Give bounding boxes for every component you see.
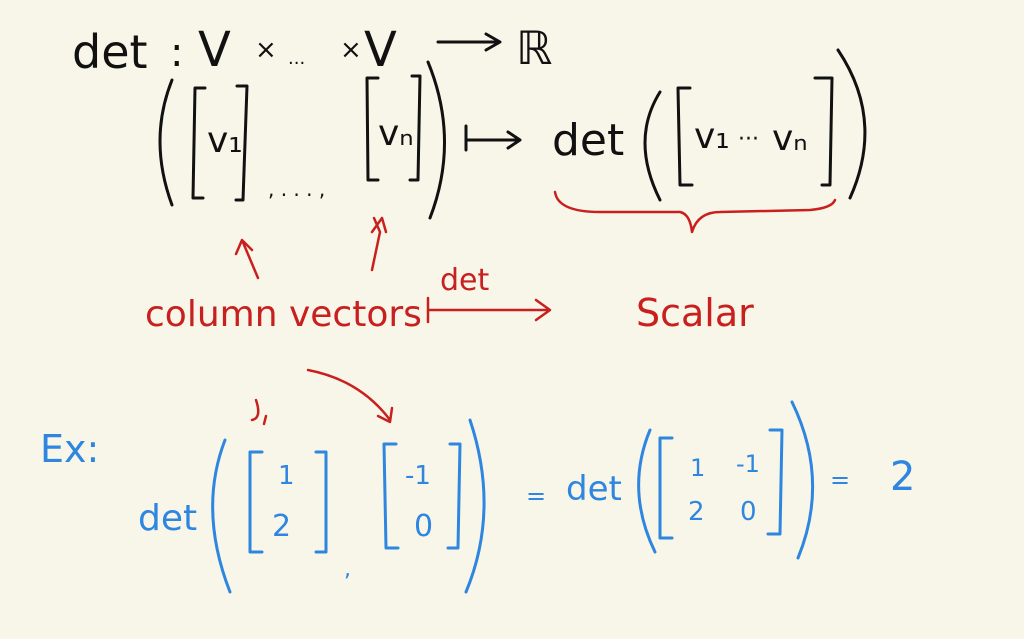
maps-to-arrow-icon <box>464 124 522 152</box>
matrix-entry-2-1: 2 <box>688 497 705 527</box>
arrow-to-first-vector-icon <box>250 398 268 426</box>
map-arrow-icon <box>436 32 502 52</box>
example-det-label: det <box>138 498 197 539</box>
colon: : <box>170 30 183 76</box>
annotations: column vectors det Scalar <box>145 190 837 426</box>
right-paren-icon <box>464 418 486 594</box>
example-label: Ex: <box>40 427 99 471</box>
rhs-det-label: det <box>552 115 624 166</box>
left-paren-icon <box>643 90 662 202</box>
right-bracket-icon <box>813 76 834 187</box>
codomain-reals: ℝ <box>516 21 552 75</box>
right-paren-icon <box>426 60 446 220</box>
right-paren-icon <box>790 400 815 560</box>
equals-1: = <box>526 482 546 510</box>
rhs-vector-vn: vₙ <box>772 118 808 159</box>
vec2-entry-2: 0 <box>414 509 433 544</box>
example-det2-label: det <box>566 469 622 509</box>
rhs-dots: ··· <box>738 127 759 152</box>
right-bracket-icon <box>234 84 249 202</box>
left-bracket-icon <box>191 86 207 200</box>
left-paren-icon <box>637 428 657 554</box>
example: Ex: det 1 2 , -1 0 = det 1 -1 2 0 = 2 <box>40 400 915 594</box>
left-bracket-icon <box>676 86 694 187</box>
right-bracket-icon <box>408 74 422 182</box>
column-vectors-label: column vectors <box>145 294 422 335</box>
det-label: det <box>72 25 148 79</box>
arrow-to-second-vector-icon <box>306 368 394 424</box>
domain-v-first: V <box>198 22 231 78</box>
scalar-label: Scalar <box>636 291 754 335</box>
vector-v1: v₁ <box>207 120 243 161</box>
domain-v-last: V <box>364 22 397 78</box>
matrix-entry-1-1: 1 <box>690 454 705 482</box>
arrow-to-vn-icon <box>370 216 388 272</box>
matrix-entry-2-2: 0 <box>740 497 757 527</box>
vector-tuple: v₁ , . . . , vₙ det v₁ ··· vₙ <box>158 48 867 220</box>
separator: , . . . , <box>268 177 325 201</box>
arrow-to-v1-icon <box>234 238 260 280</box>
result-value: 2 <box>890 454 915 500</box>
right-bracket-icon <box>766 428 784 536</box>
left-paren-icon <box>158 78 174 207</box>
left-bracket-icon <box>382 442 400 550</box>
equals-2: = <box>830 466 850 494</box>
left-bracket-icon <box>365 76 380 182</box>
maps-to-arrow-icon <box>426 296 552 324</box>
vec1-entry-1: 1 <box>278 461 295 491</box>
comma: , <box>344 557 351 582</box>
vec2-entry-1: -1 <box>405 461 431 491</box>
dots: ... <box>288 48 305 69</box>
right-bracket-icon <box>446 442 462 550</box>
left-bracket-icon <box>658 436 674 540</box>
times-2: × <box>340 35 362 65</box>
times-1: × <box>255 35 277 65</box>
vector-vn: vₙ <box>378 113 414 154</box>
vec1-entry-2: 2 <box>272 509 291 544</box>
determinant-definition: det : V × ... × V ℝ <box>72 21 552 79</box>
left-bracket-icon <box>248 450 264 554</box>
rhs-vector-v1: v₁ <box>694 116 730 157</box>
right-paren-icon <box>836 48 867 200</box>
right-bracket-icon <box>314 450 328 554</box>
matrix-entry-1-2: -1 <box>736 450 760 478</box>
underbrace-icon <box>553 190 837 234</box>
left-paren-icon <box>211 438 232 594</box>
det-arrow-label: det <box>440 263 490 298</box>
